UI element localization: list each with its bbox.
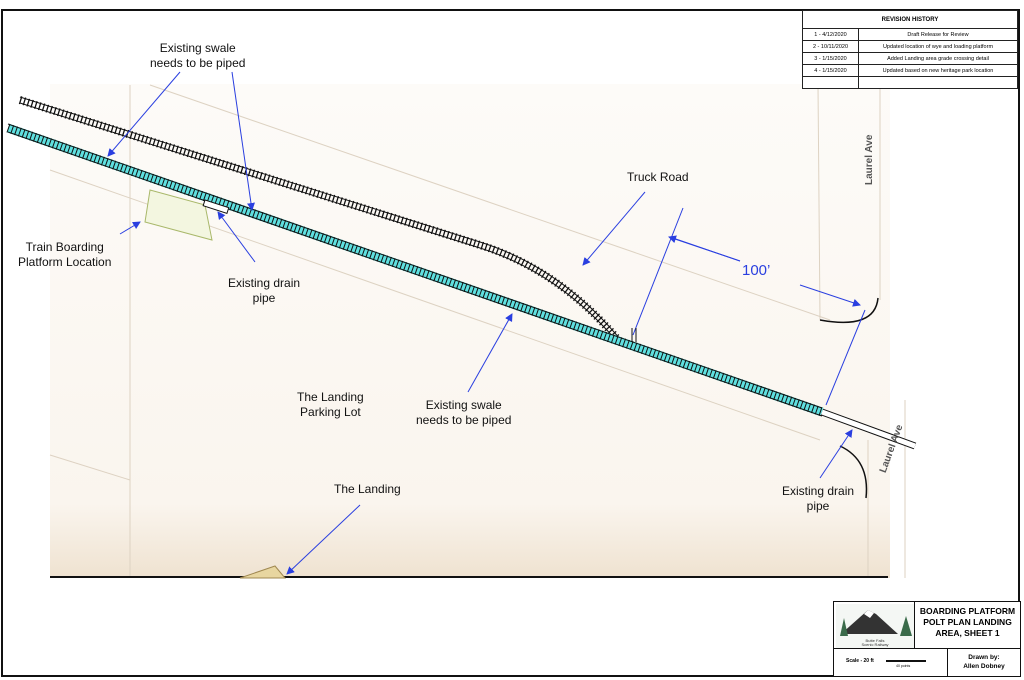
rev-desc: Updated location of wye and loading plat… [858, 40, 1018, 53]
label-drain-right: Existing drain pipe [782, 484, 855, 513]
drawing-frame [1, 9, 1020, 677]
rev-desc: Added Landing area grade crossing detail [858, 52, 1018, 65]
scale-bar-label: 40 points [896, 664, 911, 668]
main-track-swale [6, 123, 824, 417]
rev-id: 4 - 1/15/2020 [802, 64, 859, 77]
rev-id: 1 - 4/12/2020 [802, 28, 859, 41]
rev-id: 2 - 10/11/2020 [802, 40, 859, 53]
scale-label: Scale - 20 ft [846, 658, 874, 664]
landing-building [239, 565, 287, 579]
curb-return-bottom [839, 445, 868, 499]
dimension-lines [632, 207, 866, 406]
label-truck-road: Truck Road [627, 170, 689, 184]
svg-text:Scenic Railway: Scenic Railway [861, 642, 888, 647]
label-boarding-platform: Train Boarding Platform Location [18, 240, 112, 269]
title-block: Butte Falls Scenic Railway BOARDING PLAT… [833, 601, 1021, 677]
drain-pipe-left [202, 199, 230, 215]
label-parking-lot: The Landing Parking Lot [297, 390, 364, 419]
label-the-landing: The Landing [334, 482, 401, 496]
rev-id [802, 76, 859, 89]
drawn-by-name: Allen Dobney [963, 663, 1005, 670]
label-drain-left: Existing drain pipe [228, 276, 301, 305]
wye-track [18, 96, 624, 346]
boarding-platform [144, 189, 213, 241]
annotation-arrows [107, 71, 853, 575]
table-row [802, 76, 1018, 89]
rev-id: 3 - 1/15/2020 [802, 52, 859, 65]
label-swale-mid: Existing swale needs to be piped [416, 398, 512, 427]
svg-text:Butte Falls: Butte Falls [866, 638, 885, 643]
revision-history-title: REVISION HISTORY [802, 10, 1018, 29]
site-map [50, 84, 890, 578]
scale-bar [886, 660, 926, 662]
rev-desc [858, 76, 1018, 89]
drawing-title: BOARDING PLATFORM POLT PLAN LANDING AREA… [914, 602, 1020, 648]
road-outlines [49, 84, 906, 578]
curb-return-top [819, 297, 879, 324]
railway-logo: Butte Falls Scenic Railway [836, 604, 914, 648]
dimension-label: 100’ [742, 262, 771, 279]
label-laurel-ave-top: Laurel Ave [864, 134, 875, 185]
drain-pipe-right [820, 408, 917, 450]
rev-desc: Updated based on new heritage park locat… [858, 64, 1018, 77]
drawn-by-label: Drawn by: [968, 654, 1000, 661]
label-swale-top: Existing swale needs to be piped [150, 41, 246, 70]
rev-desc: Draft Release for Review [858, 28, 1018, 41]
